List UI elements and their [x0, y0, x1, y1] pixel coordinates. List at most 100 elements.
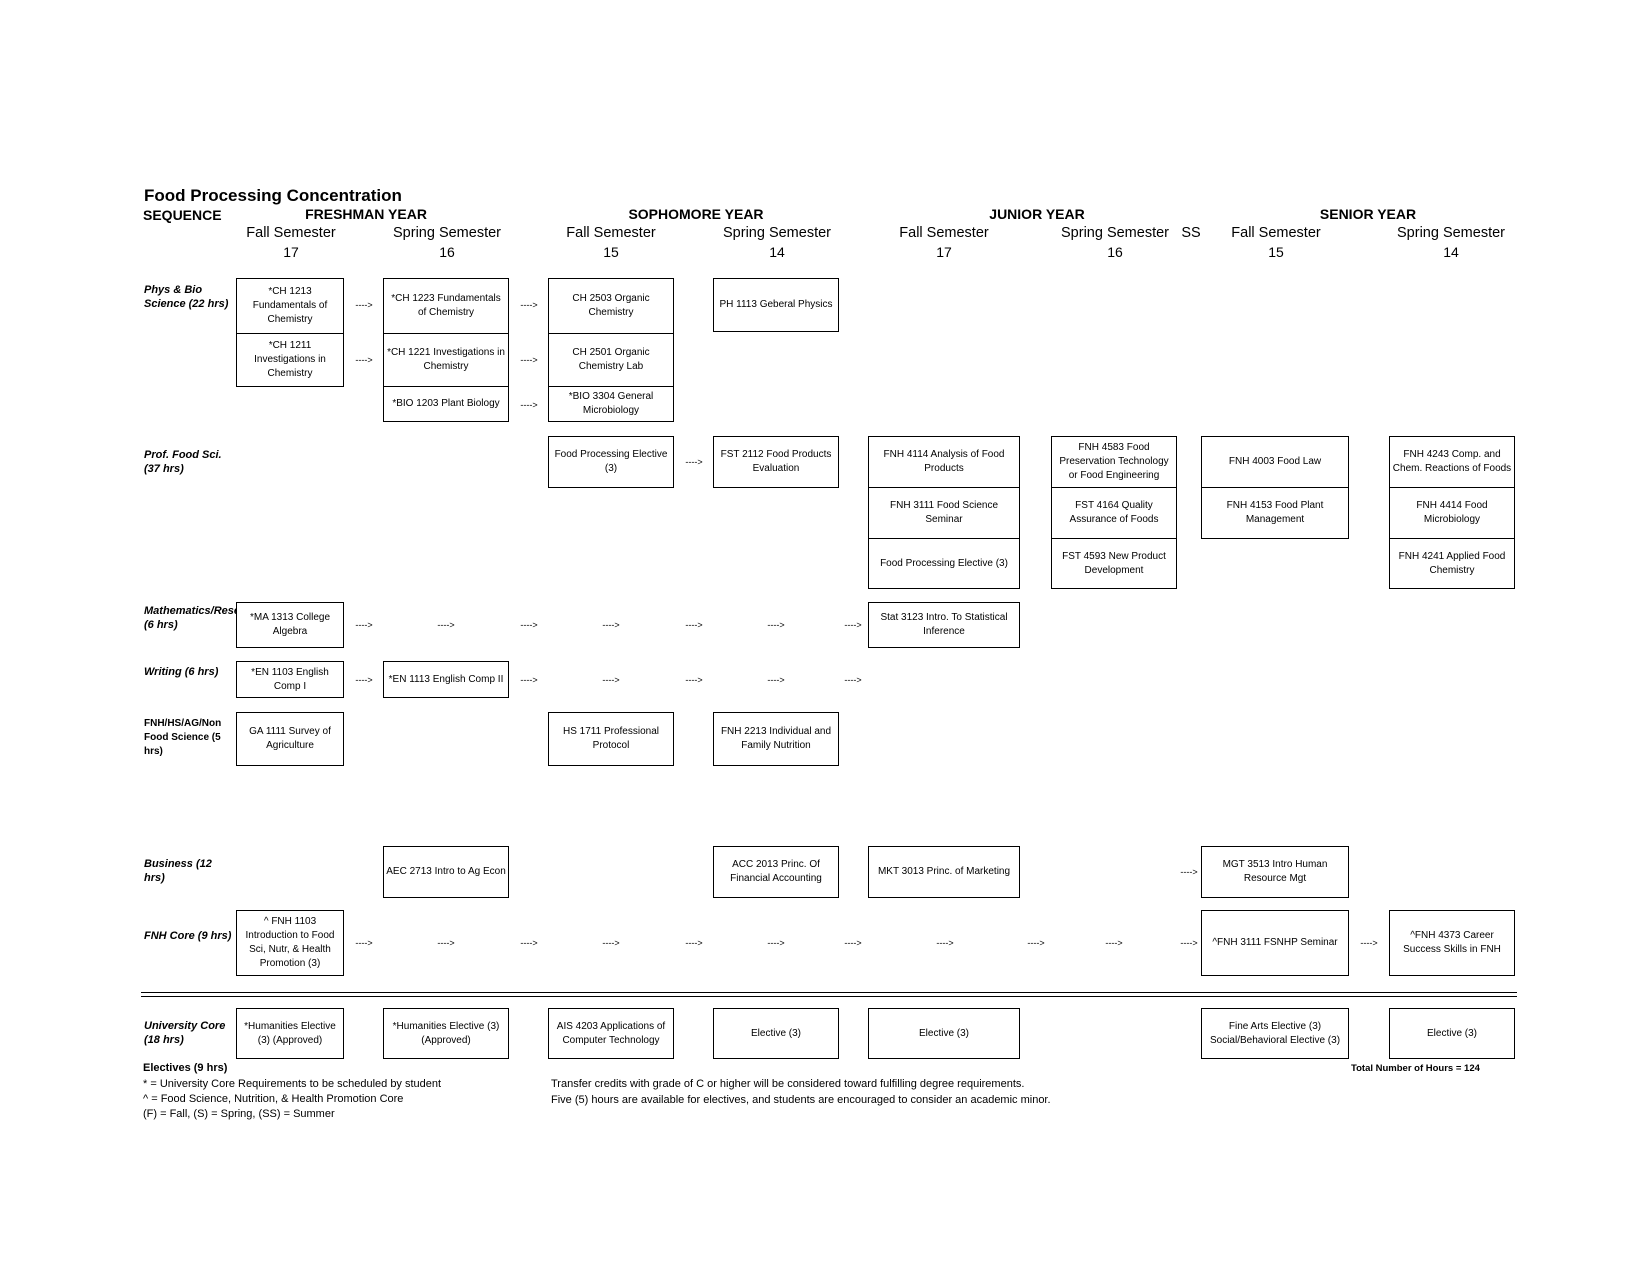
year-junior: JUNIOR YEAR: [989, 206, 1085, 222]
arrow: ---->: [520, 400, 538, 410]
category-fnh-core: FNH Core (9 hrs): [144, 930, 232, 942]
arrow: ---->: [1180, 867, 1198, 877]
course-box: Elective (3): [868, 1008, 1020, 1059]
semester-hours: 17: [936, 244, 952, 260]
arrow: ---->: [1360, 938, 1378, 948]
course-box: FST 4164 Quality Assurance of Foods: [1051, 487, 1177, 539]
arrow: ---->: [767, 675, 785, 685]
arrow: ---->: [936, 938, 954, 948]
arrow: ---->: [602, 938, 620, 948]
category-math-research: Mathematics/Research (6 hrs): [144, 605, 264, 631]
course-box: CH 2503 Organic Chemistry: [548, 278, 674, 334]
arrow: ---->: [437, 938, 455, 948]
semester-hours: 17: [283, 244, 299, 260]
course-box: *EN 1113 English Comp II: [383, 661, 509, 698]
arrow: ---->: [520, 938, 538, 948]
course-box: FNH 4153 Food Plant Management: [1201, 487, 1349, 539]
divider-line: [141, 992, 1517, 993]
semester-header-ss: SS: [1181, 225, 1201, 241]
semester-hours: 15: [603, 244, 619, 260]
semester-hours: 16: [439, 244, 455, 260]
course-box: Elective (3): [713, 1008, 839, 1059]
category-prof-food-sci: Prof. Food Sci. (37 hrs): [144, 449, 222, 475]
arrow: ---->: [844, 675, 862, 685]
arrow: ---->: [844, 620, 862, 630]
arrow: ---->: [767, 620, 785, 630]
course-box: FNH 2213 Individual and Family Nutrition: [713, 712, 839, 766]
arrow: ---->: [520, 620, 538, 630]
divider-line: [141, 996, 1517, 997]
footnote: * = University Core Requirements to be s…: [143, 1078, 442, 1090]
course-box: ACC 2013 Princ. Of Financial Accounting: [713, 846, 839, 898]
course-box: FNH 4414 Food Microbiology: [1389, 487, 1515, 539]
arrow: ---->: [844, 938, 862, 948]
semester-header: Spring Semester: [1397, 225, 1505, 241]
category-writing: Writing (6 hrs): [144, 666, 219, 678]
total-hours: Total Number of Hours = 124: [1351, 1063, 1480, 1074]
category-phys-bio: Phys & Bio Science (22 hrs): [144, 284, 229, 310]
footnote: ^ = Food Science, Nutrition, & Health Pr…: [143, 1093, 404, 1105]
category-business: Business (12 hrs): [144, 858, 212, 884]
electives-label: Electives (9 hrs): [143, 1062, 228, 1074]
course-box: FST 4593 New Product Development: [1051, 538, 1177, 589]
arrow: ---->: [437, 620, 455, 630]
arrow: ---->: [520, 355, 538, 365]
semester-header: Fall Semester: [899, 225, 989, 241]
semester-header: Spring Semester: [723, 225, 831, 241]
course-box: FST 2112 Food Products Evaluation: [713, 436, 839, 488]
arrow: ---->: [355, 675, 373, 685]
arrow: ---->: [602, 620, 620, 630]
transfer-note: Transfer credits with grade of C or high…: [551, 1078, 1025, 1090]
course-box: Stat 3123 Intro. To Statistical Inferenc…: [868, 602, 1020, 648]
arrow: ---->: [1105, 938, 1123, 948]
course-box: FNH 4243 Comp. and Chem. Reactions of Fo…: [1389, 436, 1515, 488]
arrow: ---->: [685, 620, 703, 630]
arrow: ---->: [355, 355, 373, 365]
arrow: ---->: [520, 675, 538, 685]
course-box: ^FNH 3111 FSNHP Seminar: [1201, 910, 1349, 976]
course-box: ^ FNH 1103 Introduction to Food Sci, Nut…: [236, 910, 344, 976]
arrow: ---->: [355, 300, 373, 310]
page-title: Food Processing Concentration: [144, 186, 402, 205]
course-box: *Humanities Elective (3) (Approved): [236, 1008, 344, 1059]
arrow: ---->: [355, 620, 373, 630]
course-box: HS 1711 Professional Protocol: [548, 712, 674, 766]
semester-header: Spring Semester: [1061, 225, 1169, 241]
electives-note: Five (5) hours are available for electiv…: [551, 1094, 1051, 1106]
course-box: FNH 4003 Food Law: [1201, 436, 1349, 488]
arrow: ---->: [520, 300, 538, 310]
course-box: *CH 1213 Fundamentals of Chemistry: [236, 278, 344, 334]
semester-header: Spring Semester: [393, 225, 501, 241]
category-fnh-hs-ag: FNH/HS/AG/Non Food Science (5 hrs): [144, 718, 222, 757]
arrow: ---->: [1027, 938, 1045, 948]
course-box: *CH 1223 Fundamentals of Chemistry: [383, 278, 509, 334]
course-box: Food Processing Elective (3): [548, 436, 674, 488]
course-box: FNH 4114 Analysis of Food Products: [868, 436, 1020, 488]
course-box: *EN 1103 English Comp I: [236, 661, 344, 698]
arrow: ---->: [1180, 938, 1198, 948]
year-freshman: FRESHMAN YEAR: [305, 206, 427, 222]
semester-hours: 16: [1107, 244, 1123, 260]
course-box: FNH 3111 Food Science Seminar: [868, 487, 1020, 539]
semester-header: Fall Semester: [566, 225, 656, 241]
footnote: (F) = Fall, (S) = Spring, (SS) = Summer: [143, 1108, 335, 1120]
course-box: CH 2501 Organic Chemistry Lab: [548, 333, 674, 387]
course-box: AEC 2713 Intro to Ag Econ: [383, 846, 509, 898]
semester-header: Fall Semester: [246, 225, 336, 241]
course-box: *Humanities Elective (3) (Approved): [383, 1008, 509, 1059]
semester-hours: 15: [1268, 244, 1284, 260]
course-box: FNH 4241 Applied Food Chemistry: [1389, 538, 1515, 589]
sequence-label: SEQUENCE: [143, 207, 222, 223]
course-box: MGT 3513 Intro Human Resource Mgt: [1201, 846, 1349, 898]
category-university-core: University Core (18 hrs): [144, 1020, 226, 1046]
semester-hours: 14: [1443, 244, 1459, 260]
course-box: FNH 4583 Food Preservation Technology or…: [1051, 436, 1177, 488]
year-sophomore: SOPHOMORE YEAR: [628, 206, 764, 222]
arrow: ---->: [685, 938, 703, 948]
course-box: AIS 4203 Applications of Computer Techno…: [548, 1008, 674, 1059]
course-box: GA 1111 Survey of Agriculture: [236, 712, 344, 766]
course-box: Elective (3): [1389, 1008, 1515, 1059]
course-box: *BIO 3304 General Microbiology: [548, 386, 674, 422]
arrow: ---->: [685, 675, 703, 685]
arrow: ---->: [685, 457, 703, 467]
